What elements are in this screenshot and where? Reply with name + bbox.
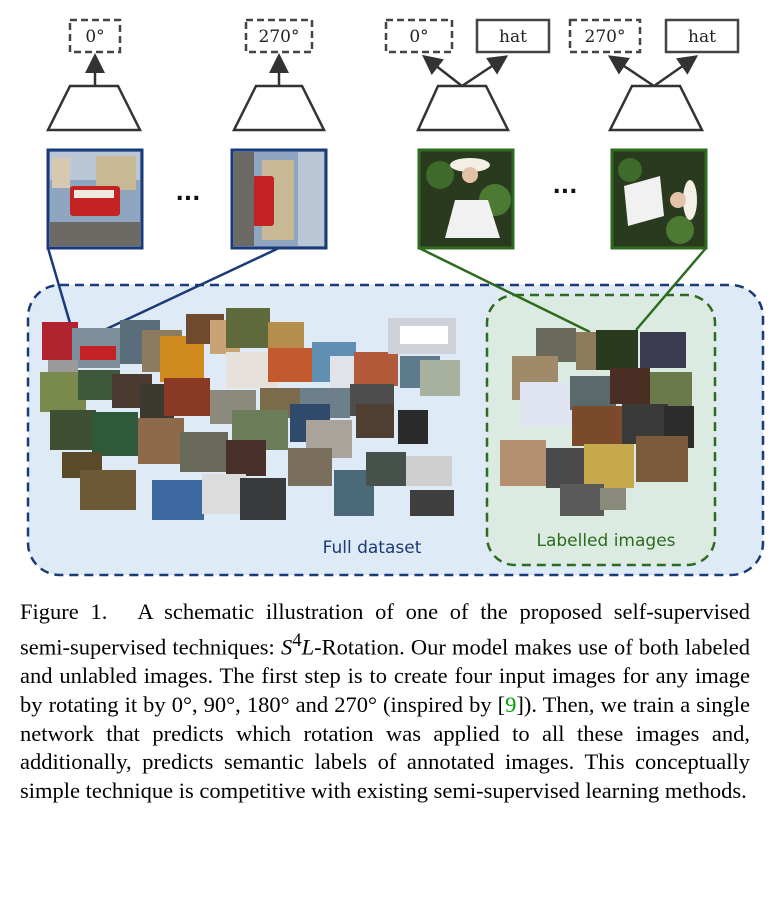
input-image-hat-0deg [417, 148, 515, 250]
output-0deg-unlabeled: 0° [68, 18, 122, 54]
rotation-label: 270° [585, 27, 626, 47]
math-l: L [301, 634, 315, 660]
network-trapezoid [231, 84, 327, 132]
output-0deg-labeled: 0° [384, 18, 454, 54]
labelled-images-label: Labelled images [536, 531, 675, 551]
rotation-label: 270° [259, 27, 300, 47]
caption-text: A schematic illustration of one of the p… [20, 599, 750, 660]
output-hat-1: hat [475, 18, 551, 54]
network-trapezoid [607, 84, 705, 132]
rotation-label: 0° [85, 27, 104, 47]
ellipsis: ... [175, 181, 200, 206]
citation-link[interactable]: 9 [505, 691, 517, 717]
input-image-tram-0deg [46, 148, 144, 250]
class-label: hat [688, 27, 716, 47]
caption-text: -Rotation. Our model makes use of both l… [20, 634, 751, 717]
photo-collage-labelled [500, 328, 694, 516]
math-sup: 4 [292, 629, 302, 651]
input-image-tram-270deg [230, 148, 328, 250]
class-label: hat [499, 27, 527, 47]
input-image-hat-270deg [610, 148, 708, 250]
connector-line [46, 247, 74, 331]
schematic-figure: 0° 270° 0° hat 270° hat ... [26, 18, 765, 577]
rotation-label: 0° [409, 27, 428, 47]
math-s: S [280, 634, 293, 660]
figure-label: Figure 1. [20, 599, 108, 624]
photo-collage-full [40, 308, 460, 520]
figure-caption: Figure 1.A schematic illustration of one… [20, 598, 750, 806]
connector-line [99, 246, 280, 334]
arrow [461, 55, 509, 88]
output-hat-2: hat [664, 18, 740, 54]
caption-text: ]). Then, we train a single network that… [20, 691, 750, 804]
output-270deg-labeled: 270° [568, 18, 642, 54]
arrow [422, 54, 463, 87]
full-dataset-label: Full dataset [323, 538, 422, 558]
network-trapezoid [45, 84, 143, 132]
connector-line [418, 246, 591, 334]
network-trapezoid [416, 84, 511, 132]
ellipsis: ... [552, 174, 577, 199]
connector-line [635, 247, 707, 331]
arrow [653, 55, 699, 88]
output-270deg-unlabeled: 270° [244, 18, 314, 54]
arrow [607, 55, 655, 88]
